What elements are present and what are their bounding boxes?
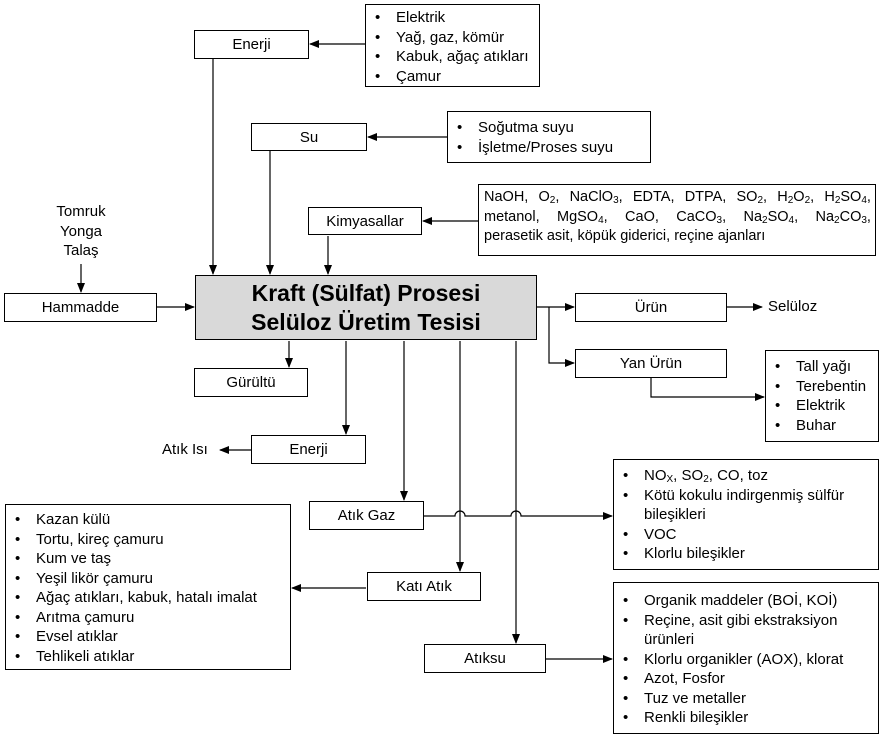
gas-emissions-rest-item: Klorlu bileşikler xyxy=(614,544,878,564)
raw-tomruk: Tomruk xyxy=(56,203,106,220)
chemicals-line-2: metanol, MgSO4, CaO, CaCO3, Na2SO4, Na2CO3, xyxy=(484,208,875,228)
raw-talas: Talaş xyxy=(63,242,99,259)
wastewater-item: Organik maddeler (BOİ, KOİ) xyxy=(614,591,878,611)
byproducts-item: Buhar xyxy=(766,416,878,436)
su-label: Su xyxy=(299,128,319,146)
water-types-item: İşletme/Proses suyu xyxy=(448,138,650,158)
kati-atik-box: Katı Atık xyxy=(367,572,481,601)
atiksu-box: Atıksu xyxy=(424,644,546,673)
enerji-input-label: Enerji xyxy=(232,36,271,53)
byproducts-item: Tall yağı xyxy=(766,357,878,377)
gas-emissions-rest-item: VOC xyxy=(614,525,878,545)
arrow-main-yanurun xyxy=(548,307,575,367)
gas-emission-item: NOX, SO2, CO, toz xyxy=(614,466,878,486)
byproducts-item: Elektrik xyxy=(766,396,878,416)
enerji-input-box: Enerji xyxy=(194,30,309,59)
chemical-formula: MgSO4, xyxy=(556,208,608,226)
energy-sources-item: Elektrik xyxy=(366,8,539,28)
water-types-item: Soğutma suyu xyxy=(448,118,650,138)
energy-sources-item: Kabuk, ağaç atıkları xyxy=(366,47,539,67)
chemical-formula: SO2, xyxy=(736,189,768,206)
wastewater-item: Renkli bileşikler xyxy=(614,708,878,728)
solid-wastes-item: Kum ve taş xyxy=(6,549,290,569)
energy-sources-item: Çamur xyxy=(366,67,539,87)
raw-yonga: Yonga xyxy=(60,222,102,240)
main-process-title-1: Kraft (Sülfat) Prosesi xyxy=(251,279,481,306)
arrow-atikgaz-emissions xyxy=(424,510,613,520)
solid-wastes-item: Kazan külü xyxy=(6,510,290,530)
yan-urun-label: Yan Ürün xyxy=(619,355,683,372)
hammadde-label: Hammadde xyxy=(41,299,120,316)
solid-wastes-item: Ağaç atıkları, kabuk, hatalı imalat xyxy=(6,588,290,608)
chemical-formula: H2O2, xyxy=(777,189,815,206)
wastewater-item: Azot, Fosfor xyxy=(614,669,878,689)
gas-emissions-rest-item: Kötü kokulu indirgenmiş sülfür bileşikle… xyxy=(614,486,878,525)
su-box: Su xyxy=(251,123,367,151)
arrow-yanurun-byproducts xyxy=(650,378,765,401)
energy-sources-list: ElektrikYağ, gaz, kömürKabuk, ağaç atıkl… xyxy=(365,4,540,87)
chemical-formula: H2SO4, xyxy=(824,189,871,206)
enerji-output-label: Enerji xyxy=(289,441,328,458)
chemical-formula: NaClO3, xyxy=(569,189,623,206)
byproducts-item: Terebentin xyxy=(766,377,878,397)
main-process-title-2: Selüloz Üretim Tesisi xyxy=(251,308,481,335)
enerji-output-box: Enerji xyxy=(251,435,366,464)
wastewater-item: Tuz ve metaller xyxy=(614,689,878,709)
chemical-formula: EDTA, xyxy=(632,189,675,205)
chemical-formula: CaCO3, xyxy=(676,208,727,226)
kimyasallar-label: Kimyasallar xyxy=(326,212,404,230)
chemical-formula: Na2SO4, xyxy=(743,208,799,226)
main-process-box: Kraft (Sülfat) Prosesi Selüloz Üretim Te… xyxy=(195,275,537,340)
chemical-formula: metanol, xyxy=(484,208,540,225)
chemical-formula: NaOH, xyxy=(484,189,529,205)
gurultu-label: Gürültü xyxy=(226,374,276,391)
solid-wastes-item: Arıtma çamuru xyxy=(6,608,290,628)
water-types-list: Soğutma suyuİşletme/Proses suyu xyxy=(447,111,651,163)
chemical-formula: O2, xyxy=(538,189,560,206)
chemical-formula: DTPA, xyxy=(684,189,727,205)
solid-wastes-list: Kazan külüTortu, kireç çamuruKum ve taşY… xyxy=(5,504,291,670)
urun-label: Ürün xyxy=(634,299,668,316)
kati-atik-label: Katı Atık xyxy=(396,578,452,595)
solid-wastes-item: Tehlikeli atıklar xyxy=(6,647,290,667)
atik-gaz-label: Atık Gaz xyxy=(337,507,396,524)
urun-box: Ürün xyxy=(575,293,727,322)
solid-wastes-item: Evsel atıklar xyxy=(6,627,290,647)
chemical-formula: Na2CO3, xyxy=(815,208,871,226)
chemicals-line-3: perasetik asit, köpük giderici, reçine a… xyxy=(484,228,766,244)
seluloz-label: Selüloz xyxy=(768,298,818,315)
chemicals-list: NaOH, O2, NaClO3, EDTA, DTPA, SO2, H2O2, H2SO4,… xyxy=(478,184,876,256)
kimyasallar-box: Kimyasallar xyxy=(308,207,422,235)
wastewater-item: Klorlu organikler (AOX), klorat xyxy=(614,650,878,670)
wastewater-list: Organik maddeler (BOİ, KOİ)Reçine, asit … xyxy=(613,582,879,734)
chemical-formula: CaO, xyxy=(625,208,659,225)
atiksu-label: Atıksu xyxy=(464,650,506,667)
gas-emissions-list: NOX, SO2, CO, toz Kötü kokulu indirgenmi… xyxy=(613,459,879,570)
solid-wastes-item: Tortu, kireç çamuru xyxy=(6,530,290,550)
energy-sources-item: Yağ, gaz, kömür xyxy=(366,28,539,48)
atik-isi-label: Atık Isı xyxy=(162,441,208,458)
yan-urun-box: Yan Ürün xyxy=(575,349,727,378)
hammadde-box: Hammadde xyxy=(4,293,157,322)
raw-materials-label: Tomruk Yonga Talaş xyxy=(41,202,121,261)
atik-gaz-box: Atık Gaz xyxy=(309,501,424,530)
gurultu-box: Gürültü xyxy=(194,368,308,397)
wastewater-item: Reçine, asit gibi ekstraksiyon ürünleri xyxy=(614,611,878,650)
byproducts-list: Tall yağıTerebentinElektrikBuhar xyxy=(765,350,879,442)
solid-wastes-item: Yeşil likör çamuru xyxy=(6,569,290,589)
chemicals-line-1: NaOH, O2, NaClO3, EDTA, DTPA, SO2, H2O2, H2SO4, xyxy=(484,188,875,208)
